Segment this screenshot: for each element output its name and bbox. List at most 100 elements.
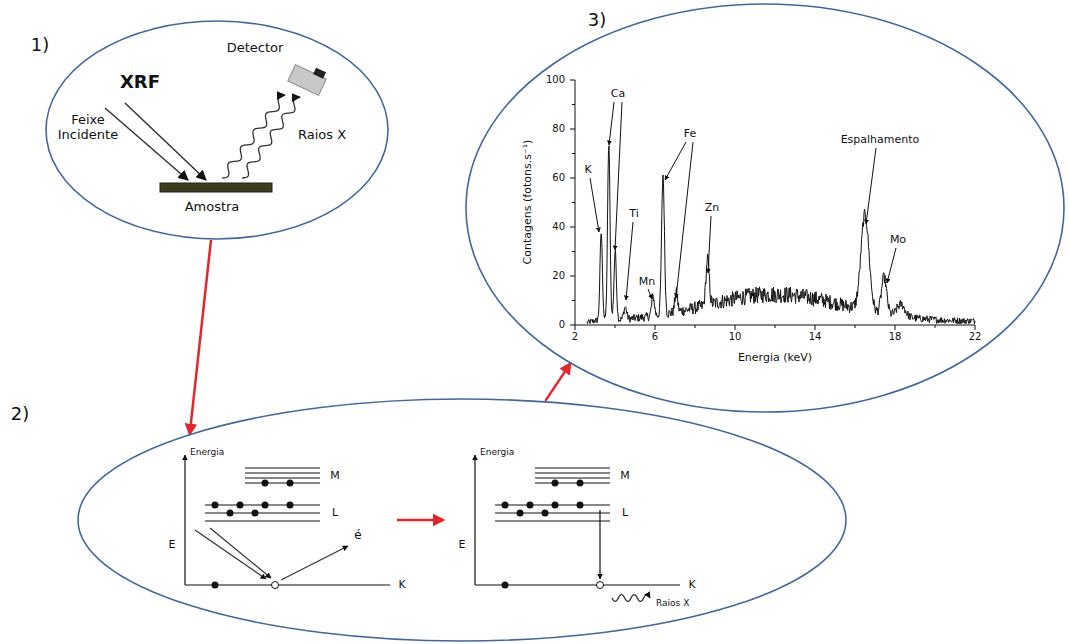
diagram-label: Espalhamento (841, 134, 920, 147)
xrf-setup (105, 59, 329, 192)
electron (287, 502, 294, 509)
vacancy (597, 582, 604, 589)
diagram-label: Amostra (185, 200, 240, 215)
leader-line (676, 142, 693, 298)
diagram-label: 40 (552, 221, 565, 233)
diagram-label: 10 (729, 331, 742, 343)
spectrum-line (587, 146, 975, 324)
leader-line (665, 142, 686, 180)
electron (262, 480, 269, 487)
electron (212, 582, 219, 589)
y-tick (570, 129, 575, 130)
l-level (495, 513, 610, 514)
leader-line (590, 178, 599, 232)
electron (577, 502, 584, 509)
x-tick (615, 325, 616, 328)
vacancy (272, 582, 279, 589)
diagram-label: Contagens (fotons.s⁻¹) (522, 140, 535, 265)
diagram-label: Ca (611, 88, 625, 101)
diagram-label: Raios X (298, 128, 346, 143)
x-tick (815, 325, 816, 330)
y-tick (572, 202, 575, 203)
electron (542, 510, 549, 517)
electron (502, 582, 509, 589)
diagram-label: 60 (552, 172, 565, 184)
leader-line (708, 216, 711, 273)
ellipse-border (78, 399, 846, 641)
x-tick (655, 325, 656, 330)
energy-levels-left (185, 455, 390, 589)
peak-leaders (590, 102, 896, 300)
x-tick (935, 325, 936, 328)
spectrum-trace (587, 146, 975, 324)
m-level (535, 478, 610, 479)
diagram-label: M (620, 470, 630, 483)
m-level (535, 473, 610, 474)
x-tick (695, 325, 696, 328)
x-tick (775, 325, 776, 328)
panel-number: 1) (31, 35, 49, 56)
m-level (245, 483, 320, 484)
diagram-label: K (398, 579, 405, 592)
x-ray-wave (222, 95, 285, 178)
step-arrow (397, 519, 443, 522)
x-ray-waves (222, 95, 300, 178)
emitted-x-ray (612, 595, 650, 602)
diagram-label: L (332, 507, 338, 520)
diagram-label: Feixe Incidente (52, 113, 124, 143)
flow-arrow (545, 364, 570, 401)
ellipse-panel: 1)XRFFeixe IncidenteDetectorRaios XAmost… (45, 20, 389, 240)
l-level (205, 513, 320, 514)
incident-beam (125, 103, 206, 180)
m-level (245, 468, 320, 469)
diagram-label: E (169, 539, 176, 552)
diagram-label: Energia (keV) (738, 352, 812, 365)
electron (577, 480, 584, 487)
ejected-electron (281, 546, 348, 580)
ellipse-panel: 2)EnergiaEMLKéEnergiaEMLKRaios X (77, 398, 847, 642)
diagram-label: 14 (809, 331, 822, 343)
diagram-label: Detector (227, 41, 284, 56)
diagram-label: XRF (120, 72, 160, 93)
incident-photon (195, 530, 266, 579)
diagram-label: 18 (889, 331, 902, 343)
l-level (205, 521, 320, 522)
diagram-label: Mo (890, 234, 906, 247)
diagram-label: 100 (546, 74, 565, 86)
energy-axis (184, 455, 185, 585)
diagram-label: Fe (684, 128, 697, 141)
diagram-label: é (354, 529, 361, 543)
chart-axes (570, 80, 975, 330)
ellipse-outline (77, 398, 847, 642)
panel-number: 3) (588, 10, 606, 31)
electron (262, 502, 269, 509)
x-tick (895, 325, 896, 330)
panel-number: 2) (11, 404, 29, 425)
incident-beam (105, 108, 188, 180)
diagram-label: K (584, 164, 591, 177)
x-ray-wave (242, 97, 300, 178)
ellipse-border (46, 21, 388, 239)
leader-line (609, 102, 614, 145)
ellipse-border (466, 4, 1064, 412)
x-tick (575, 325, 576, 330)
electron (552, 502, 559, 509)
y-tick (572, 300, 575, 301)
leader-line (615, 102, 622, 250)
electron (517, 510, 524, 517)
diagram-label: Raios X (656, 598, 689, 608)
diagram-label: 6 (652, 331, 658, 343)
y-tick (570, 178, 575, 179)
y-tick (570, 80, 575, 81)
electron (212, 502, 219, 509)
diagram-label: M (330, 470, 340, 483)
y-tick (572, 153, 575, 154)
leader-line (887, 248, 896, 283)
electron (227, 510, 234, 517)
diagram-label: 80 (552, 123, 565, 135)
diagram-label: 2 (572, 331, 578, 343)
l-level (495, 521, 610, 522)
sample (160, 183, 272, 192)
